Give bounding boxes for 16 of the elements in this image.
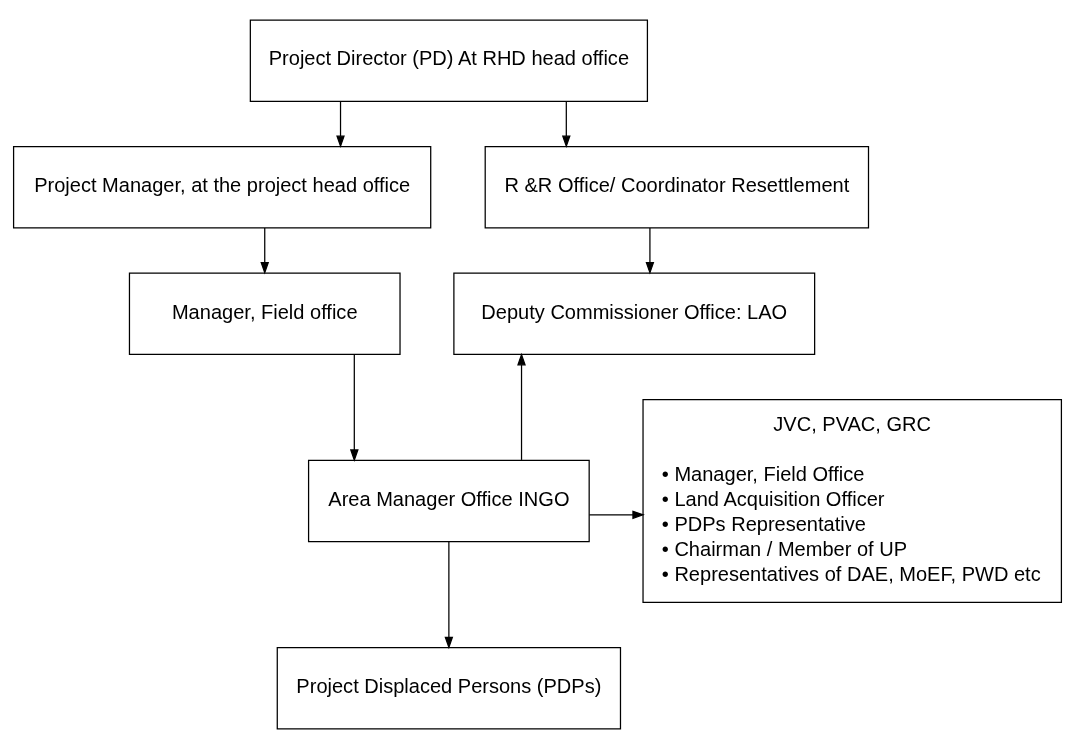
node-box: Project Displaced Persons (PDPs)	[276, 646, 622, 730]
arrow	[349, 353, 359, 462]
node-box: Deputy Commissioner Office: LAO	[453, 271, 816, 355]
node-box: Area Manager Office INGO	[307, 459, 590, 542]
arrow	[336, 100, 345, 148]
arrow	[517, 352, 526, 461]
arrow	[588, 509, 645, 519]
node-box: JVC, PVAC, GRC • Manager, Field Office • Land Acquisition Officer • PDPs Representative • Chairman / Member of UP • Representatives of DAE, MoEF, PWD etc	[642, 398, 1063, 603]
node-box: Project Manager, at the project head office	[12, 145, 432, 229]
node-box: Manager, Field office	[128, 271, 401, 355]
arrow	[561, 100, 571, 148]
node-box: Project Director (PD) At RHD head office	[249, 18, 649, 102]
node-box: R &R Office/ Coordinator Resettlement	[484, 145, 870, 229]
arrow	[260, 226, 270, 275]
arrow	[645, 226, 655, 275]
arrow	[444, 541, 454, 649]
